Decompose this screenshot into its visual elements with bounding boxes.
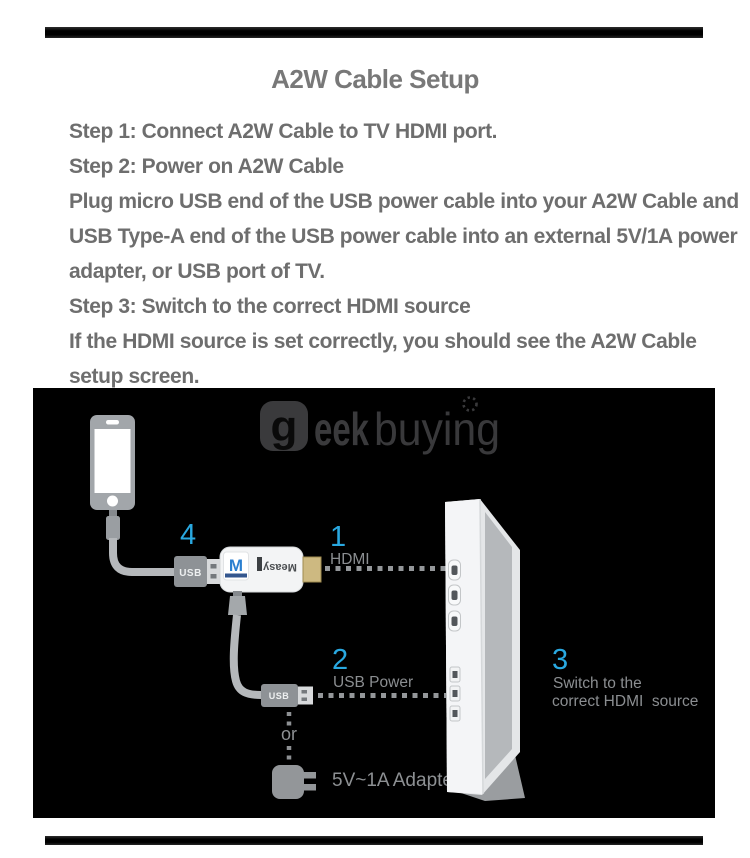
tv-hdmi-port-slot — [451, 565, 458, 575]
top-divider-bar — [45, 27, 703, 38]
callout-3-label-line2: correct HDMI source — [552, 693, 698, 710]
adapter-prong — [302, 772, 316, 779]
callout-1: 1 HDMI — [325, 521, 446, 571]
smartphone-icon — [90, 415, 135, 510]
callout-1-label: HDMI — [330, 551, 370, 568]
dongle-brand-text: Measy — [262, 561, 297, 573]
tv-side-panel — [445, 499, 483, 794]
dongle-logo-chip — [223, 551, 249, 581]
setup-diagram: g eek buying USB — [33, 388, 715, 818]
micro-usb-tip — [233, 591, 242, 596]
dongle-logo-letter: M — [229, 556, 243, 575]
setup-instructions: Step 1: Connect A2W Cable to TV HDMI por… — [69, 114, 739, 394]
usb-plug-top-body — [174, 556, 207, 587]
tv-hdmi-port-slot — [451, 616, 458, 626]
hdmi-connector — [302, 556, 322, 583]
tv-icon — [445, 498, 525, 801]
callout-2-number: 2 — [332, 644, 348, 676]
watermark-i-dots-icon — [462, 396, 478, 412]
bottom-divider-bar — [45, 836, 703, 845]
or-label: or — [281, 724, 297, 744]
phone-home-button — [107, 495, 118, 507]
micro-usb-tip — [109, 510, 117, 517]
instruction-line: USB Type-A end of the USB power cable in… — [69, 225, 738, 248]
callout-2: 2 USB Power — [318, 644, 446, 698]
watermark-eek-text: eek — [314, 403, 369, 455]
instruction-line: Step 3: Switch to the correct HDMI sourc… — [69, 295, 471, 318]
instruction-line: adapter, or USB port of TV. — [69, 260, 325, 283]
usb-plug-slot — [210, 574, 217, 579]
power-usb-cable: USB — [228, 591, 313, 707]
watermark-g-badge — [260, 401, 308, 451]
instruction-line: Step 1: Connect A2W Cable to TV HDMI por… — [69, 120, 498, 143]
tv-back-screen — [485, 512, 512, 779]
geekbuying-watermark: g eek buying — [260, 396, 500, 455]
a2w-dongle: M Measy — [219, 546, 322, 593]
micro-usb-plug — [106, 516, 120, 540]
dongle-logo-band — [225, 573, 247, 578]
phone-screen — [94, 429, 131, 493]
callout-1-number: 1 — [330, 521, 346, 553]
watermark-buying-text: buying — [374, 403, 500, 455]
usb-plug-slot — [210, 564, 217, 569]
instruction-line: If the HDMI source is set correctly, you… — [69, 330, 697, 353]
callout-3-label-line1: Switch to the — [553, 675, 642, 692]
adapter-label: 5V~1A Adapter — [332, 770, 460, 791]
tv-hdmi-ports — [448, 559, 461, 632]
tv-edge-line — [479, 498, 484, 795]
phone-usb-cable: USB — [106, 510, 222, 587]
micro-usb-plug — [228, 596, 247, 615]
callout-2-label: USB Power — [333, 674, 413, 691]
tv-usb-port-slot — [452, 671, 458, 678]
adapter-prong — [302, 784, 316, 791]
callout-3: 3 Switch to the correct HDMI source — [552, 644, 698, 710]
usb-plug-top-label: USB — [179, 568, 202, 579]
instruction-line: Plug micro USB end of the USB power cabl… — [69, 190, 739, 213]
phone-speaker — [106, 420, 119, 425]
tv-usb-port-slot — [452, 690, 458, 697]
power-adapter-icon — [272, 765, 304, 799]
callout-3-number: 3 — [552, 644, 568, 676]
dongle-barcode — [257, 557, 262, 571]
usb-plug-slot — [301, 690, 307, 694]
power-alternative: or 5V~1A Adapter — [272, 712, 460, 799]
page-title: A2W Cable Setup — [271, 64, 479, 94]
tv-hdmi-port-slot — [451, 590, 458, 600]
tv-usb-port-slot — [452, 710, 458, 717]
usb-plug-bottom-label: USB — [269, 691, 290, 701]
cable-wire — [229, 614, 262, 699]
usb-plug-bottom-body — [261, 684, 298, 707]
cable-wire — [109, 538, 174, 576]
tv-usb-ports — [449, 666, 461, 722]
instruction-line: Step 2: Power on A2W Cable — [69, 155, 344, 178]
watermark-g-letter: g — [271, 402, 298, 451]
usb-plug-slot — [301, 697, 307, 701]
callout-4-number: 4 — [180, 519, 196, 551]
instruction-line: setup screen. — [69, 365, 200, 388]
usb-plug-bottom-metal — [298, 686, 313, 705]
